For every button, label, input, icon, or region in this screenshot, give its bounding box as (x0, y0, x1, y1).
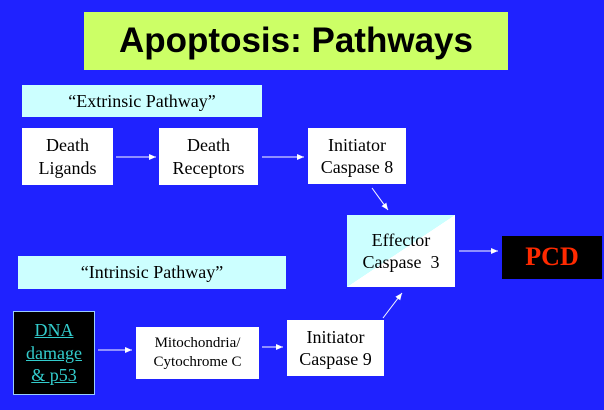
initiator-caspase-8-line-1: Initiator (328, 134, 386, 155)
initiator-caspase-8-node: Initiator Caspase 8 (308, 128, 406, 184)
effector-caspase-3-line-2: Caspase 3 (362, 252, 440, 272)
pcd-node: PCD (502, 236, 602, 279)
initiator-caspase-9-node: Initiator Caspase 9 (287, 320, 384, 376)
initiator-caspase-8-line-2: Caspase 8 (320, 157, 394, 177)
death-ligands-node: Death Ligands (22, 128, 113, 185)
mitochondria-node: Mitochondria/ Cytochrome C (136, 327, 259, 379)
death-receptors-line-2: Receptors (172, 157, 245, 178)
death-receptors-node: Death Receptors (159, 128, 258, 185)
mitochondria-line-2: Cytochrome C (153, 354, 242, 370)
intrinsic-pathway-label: “Intrinsic Pathway” (18, 256, 286, 289)
extrinsic-pathway-label: “Extrinsic Pathway” (22, 85, 262, 117)
slide-title: Apoptosis: Pathways (84, 12, 508, 70)
dna-damage-line-2: damage (26, 342, 82, 363)
death-receptors-line-1: Death (187, 135, 230, 155)
death-ligands-line-2: Ligands (38, 157, 97, 178)
death-ligands-line-1: Death (46, 135, 89, 155)
dna-damage-line-1: DNA (34, 320, 74, 341)
dna-damage-line-3: & p53 (31, 365, 77, 386)
mitochondria-line-1: Mitochondria/ (154, 335, 241, 352)
arrow-initiator-8-to-effector (371, 187, 389, 211)
effector-caspase-3-node: Effector Caspase 3 (347, 215, 455, 287)
effector-caspase-3-line-1: Effector (371, 229, 431, 250)
initiator-caspase-9-line-2: Caspase 9 (299, 349, 372, 369)
arrow-initiator-9-to-effector (382, 292, 403, 319)
initiator-caspase-9-line-1: Initiator (306, 326, 365, 347)
dna-damage-node: DNA damage & p53 (13, 311, 95, 395)
